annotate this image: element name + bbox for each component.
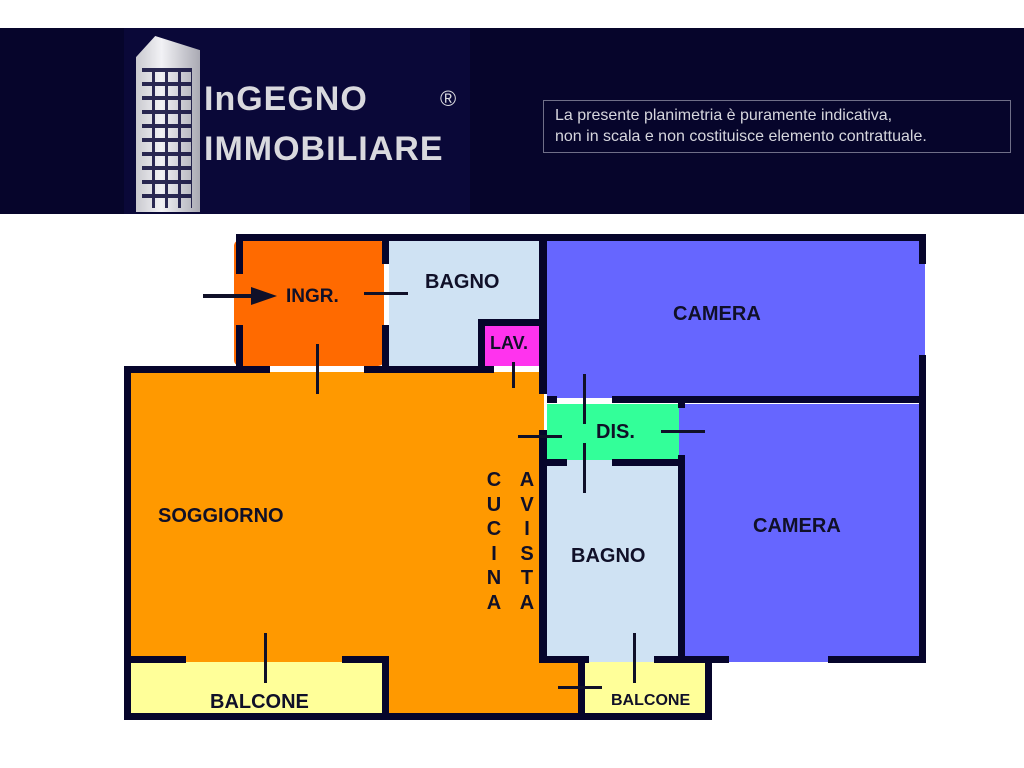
wall <box>539 430 547 662</box>
room-balcone-1 <box>130 662 386 713</box>
logo-text-immobiliare: IMMOBILIARE <box>204 130 444 168</box>
wall <box>236 234 243 274</box>
wall <box>547 396 557 403</box>
wall <box>382 656 389 720</box>
door-marker <box>518 435 562 438</box>
wall <box>124 656 186 663</box>
wall <box>236 234 926 241</box>
wall <box>539 234 547 394</box>
wall <box>678 455 685 662</box>
wall <box>478 319 485 369</box>
door-marker <box>633 633 636 683</box>
header-banner: InGEGNO IMMOBILIARE ® La presente planim… <box>0 28 1024 214</box>
company-logo: InGEGNO IMMOBILIARE ® <box>124 28 470 214</box>
label-lavanderia: LAV. <box>490 333 529 353</box>
wall <box>364 366 494 373</box>
disclaimer-box: La presente planimetria è puramente indi… <box>543 100 1011 153</box>
wall <box>382 325 389 373</box>
door-marker <box>264 633 267 683</box>
door-marker <box>316 344 319 394</box>
room-bagno-2 <box>547 460 679 662</box>
label-bagno-1: BAGNO <box>425 271 500 293</box>
label-disimpegno: DIS. <box>596 421 635 443</box>
door-marker <box>661 430 705 433</box>
room-disimpegno <box>547 404 679 460</box>
label-camera-2: CAMERA <box>753 515 841 537</box>
wall <box>382 234 389 264</box>
wall <box>124 366 131 720</box>
door-marker <box>583 443 586 493</box>
wall <box>547 459 567 466</box>
label-a-vista: A V I S T A <box>519 469 535 614</box>
disclaimer-line-2: non in scala e non costituisce elemento … <box>555 128 927 145</box>
wall <box>678 396 685 408</box>
room-camera-2 <box>679 404 923 662</box>
label-balcone-2: BALCONE <box>611 692 691 709</box>
wall <box>612 396 926 403</box>
label-soggiorno: SOGGIORNO <box>158 505 284 527</box>
wall <box>654 656 684 663</box>
wall <box>679 656 729 663</box>
wall <box>919 355 926 662</box>
wall <box>124 366 270 373</box>
wall <box>828 656 926 663</box>
tower-windows <box>142 68 192 208</box>
disclaimer-line-1: La presente planimetria è puramente indi… <box>555 107 893 124</box>
wall <box>539 656 589 663</box>
arrow-right-icon <box>203 285 279 307</box>
logo-text-ingegno: InGEGNO <box>204 80 368 118</box>
label-balcone-1: BALCONE <box>210 691 309 713</box>
label-cucina: C U C I N A <box>486 469 502 614</box>
wall <box>478 319 540 326</box>
wall <box>705 656 712 720</box>
wall <box>342 656 388 663</box>
wall <box>236 325 243 373</box>
wall <box>612 459 684 466</box>
door-marker <box>512 362 515 388</box>
door-marker <box>364 292 408 295</box>
room-camera-1 <box>547 240 925 398</box>
door-marker <box>583 374 586 424</box>
door-marker <box>558 686 602 689</box>
room-ingresso <box>234 240 384 366</box>
label-bagno-2: BAGNO <box>571 545 646 567</box>
room-balcone-2 <box>584 662 708 713</box>
wall <box>919 234 926 264</box>
registered-mark: ® <box>440 86 457 111</box>
wall <box>124 713 712 720</box>
label-camera-1: CAMERA <box>673 303 761 325</box>
room-cucina-area <box>388 372 544 713</box>
room-lavanderia <box>485 325 539 366</box>
label-ingresso: INGR. <box>286 286 339 307</box>
